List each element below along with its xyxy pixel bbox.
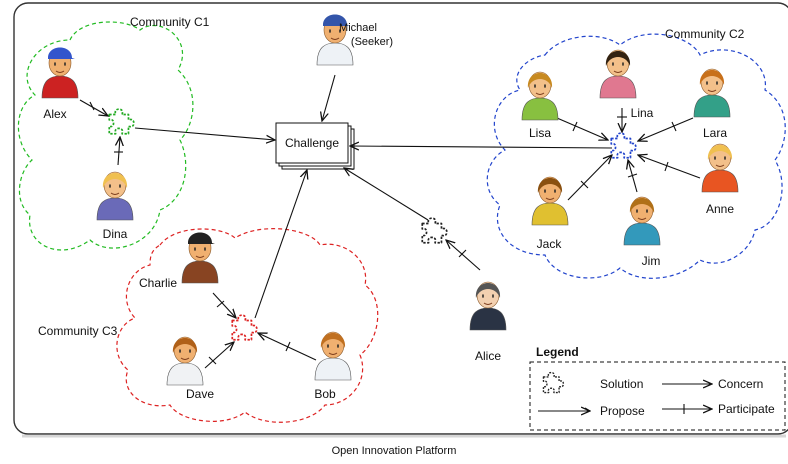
community-c1-cloud bbox=[17, 21, 194, 251]
legend-participate-label: Participate bbox=[718, 402, 775, 416]
propose-arrows bbox=[134, 127, 613, 319]
participate-arrows bbox=[79, 99, 701, 369]
legend-solution-label: Solution bbox=[600, 377, 643, 391]
alice-label: Alice bbox=[475, 349, 501, 363]
legend-propose-label: Propose bbox=[600, 404, 645, 418]
dave-avatar bbox=[166, 336, 204, 386]
charlie-label: Charlie bbox=[139, 276, 177, 290]
bob-avatar bbox=[314, 331, 352, 381]
jim-avatar bbox=[623, 196, 661, 246]
jack-label: Jack bbox=[537, 237, 563, 251]
legend-box bbox=[529, 361, 786, 431]
platform-frame bbox=[13, 2, 788, 435]
legend: Legend Solution Concern Propose Particip… bbox=[529, 345, 786, 431]
anne-avatar bbox=[701, 143, 739, 193]
concern-arrow bbox=[322, 74, 336, 121]
alex-label: Alex bbox=[43, 107, 66, 121]
lina-label: Lina bbox=[631, 106, 654, 120]
bob-label: Bob bbox=[314, 387, 336, 401]
lara-avatar bbox=[693, 68, 731, 118]
legend-title: Legend bbox=[536, 345, 579, 359]
diagram-caption: Open Innovation Platform bbox=[332, 445, 457, 457]
michael-name-label: Michael bbox=[339, 22, 377, 34]
charlie-avatar bbox=[181, 232, 219, 284]
lina-avatar bbox=[599, 49, 637, 99]
community-c1-label: Community C1 bbox=[130, 15, 210, 29]
community-c2-cloud bbox=[486, 33, 786, 279]
legend-concern-label: Concern bbox=[718, 377, 763, 391]
challenge-node: Challenge bbox=[275, 122, 355, 170]
michael-avatar bbox=[316, 14, 354, 66]
community-c3-cloud bbox=[116, 228, 379, 423]
jim-label: Jim bbox=[642, 254, 661, 268]
michael-role-label: (Seeker) bbox=[351, 36, 393, 48]
lara-label: Lara bbox=[703, 126, 727, 140]
anne-label: Anne bbox=[706, 202, 734, 216]
community-c3-label: Community C3 bbox=[38, 324, 118, 338]
jack-avatar bbox=[531, 176, 569, 226]
alice-avatar bbox=[469, 281, 507, 331]
dave-label: Dave bbox=[186, 387, 214, 401]
dina-label: Dina bbox=[103, 227, 128, 241]
lisa-label: Lisa bbox=[529, 126, 551, 140]
lisa-avatar bbox=[521, 71, 559, 121]
community-c2-label: Community C2 bbox=[665, 27, 745, 41]
dina-avatar bbox=[96, 171, 134, 221]
challenge-label: Challenge bbox=[285, 136, 339, 150]
alex-avatar bbox=[41, 47, 79, 99]
